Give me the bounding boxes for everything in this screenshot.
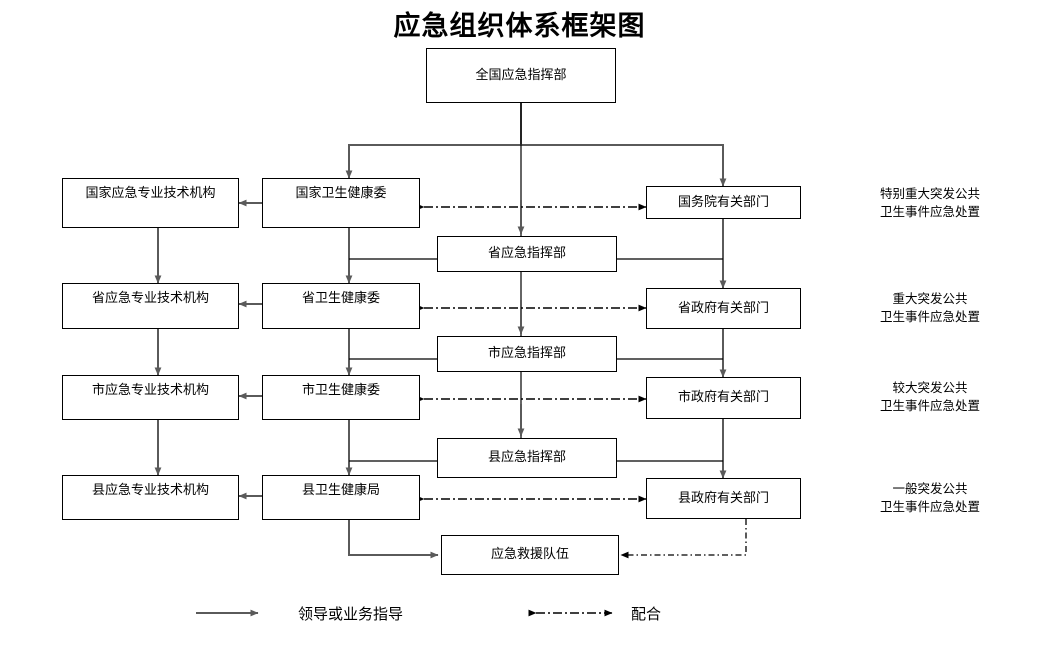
node-rescue-team[interactable]: 应急救援队伍	[441, 535, 619, 575]
side-label-level1: 特别重大突发公共 卫生事件应急处置	[879, 186, 980, 220]
node-city-command[interactable]: 市应急指挥部	[437, 336, 617, 372]
node-national-command[interactable]: 全国应急指挥部	[426, 48, 616, 103]
node-county-tech[interactable]: 县应急专业技术机构	[62, 475, 239, 520]
node-prov-command[interactable]: 省应急指挥部	[437, 236, 617, 272]
legend-dashdot-label: 配合	[631, 605, 662, 623]
page-title: 应急组织体系框架图	[393, 11, 646, 42]
node-national-tech[interactable]: 国家应急专业技术机构	[62, 178, 239, 228]
node-county-command[interactable]: 县应急指挥部	[437, 438, 617, 478]
node-prov-govt-depts[interactable]: 省政府有关部门	[646, 288, 801, 329]
node-county-health[interactable]: 县卫生健康局	[262, 475, 420, 520]
node-city-tech[interactable]: 市应急专业技术机构	[62, 375, 239, 420]
side-label-level4: 一般突发公共 卫生事件应急处置	[879, 481, 980, 515]
node-city-govt-depts[interactable]: 市政府有关部门	[646, 377, 801, 419]
node-prov-tech[interactable]: 省应急专业技术机构	[62, 283, 239, 329]
node-county-govt-depts[interactable]: 县政府有关部门	[646, 478, 801, 519]
node-prov-health[interactable]: 省卫生健康委	[262, 283, 420, 329]
legend-solid-label: 领导或业务指导	[298, 605, 404, 623]
side-label-level3: 较大突发公共 卫生事件应急处置	[879, 380, 980, 414]
side-label-level2: 重大突发公共 卫生事件应急处置	[879, 291, 980, 325]
node-national-health[interactable]: 国家卫生健康委	[262, 178, 420, 228]
node-city-health[interactable]: 市卫生健康委	[262, 375, 420, 420]
node-state-council-depts[interactable]: 国务院有关部门	[646, 186, 801, 219]
